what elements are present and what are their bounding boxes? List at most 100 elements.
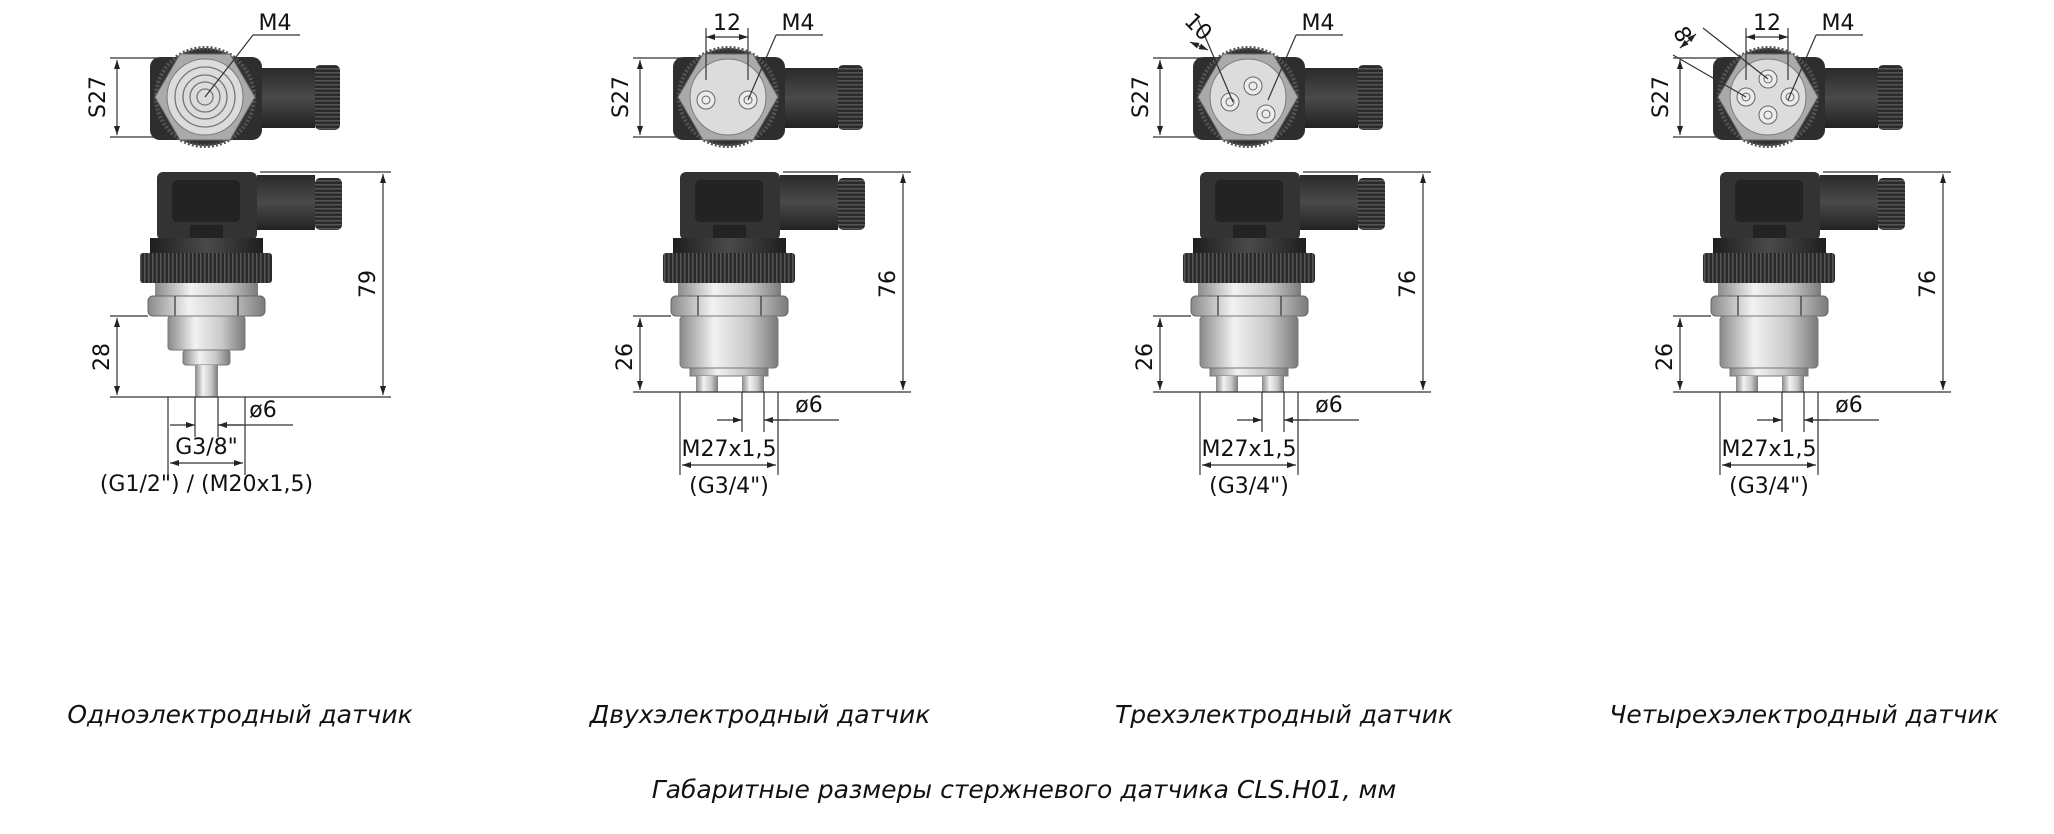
electrode-rod [1216, 376, 1238, 392]
cable-gland-cap-top [315, 65, 340, 130]
cable-entry-top [1825, 68, 1878, 128]
knurled-nut [1703, 253, 1835, 283]
s27-label: S27 [86, 76, 111, 118]
rod-diameter-label: ø6 [1835, 393, 1862, 418]
electrode-screw [1741, 92, 1751, 102]
cable-gland-cap [1358, 178, 1385, 230]
metal-ring [678, 283, 781, 296]
metal-ring [155, 283, 258, 296]
metal-ring [1198, 283, 1301, 296]
electrode-screw [1763, 74, 1773, 84]
cable-entry-top [1305, 68, 1358, 128]
electrode-screw [743, 95, 753, 105]
connector-tab [190, 225, 223, 238]
thread-length-label: 28 [90, 343, 115, 371]
top-view: S27 M4 12 8 [1649, 11, 1903, 148]
knurled-nut [663, 253, 795, 283]
thread [1199, 315, 1299, 369]
diag-label: 8 [1667, 22, 1696, 47]
height-label: 76 [1916, 270, 1941, 298]
electrode-screw [1248, 81, 1258, 91]
height-label: 79 [356, 270, 381, 298]
cable-gland-cap [315, 178, 342, 230]
m4-label: M4 [1302, 11, 1335, 36]
diag-dimension [1679, 33, 1697, 49]
electrode-screw [1785, 92, 1795, 102]
spacing-label: 12 [1753, 11, 1781, 36]
electrode-rod [1782, 376, 1804, 392]
connector-tab [713, 225, 746, 238]
connector-tab [1233, 225, 1266, 238]
knurled-nut [1183, 253, 1315, 283]
hex-nut [670, 295, 789, 317]
connector-window [1215, 180, 1283, 222]
rod-diameter-label: ø6 [795, 393, 822, 418]
electrode-face [1729, 58, 1807, 136]
s27-label: S27 [1129, 76, 1154, 118]
electrode [1758, 105, 1778, 125]
collar [150, 238, 263, 253]
cable-entry [257, 175, 315, 230]
sensor-caption: Двухэлектродный датчик [589, 700, 931, 729]
sensor-caption: Одноэлектродный датчик [67, 700, 413, 729]
hex-nut [1710, 295, 1829, 317]
connector-tab [1753, 225, 1786, 238]
thread-alt-label: (G3/4") [689, 474, 769, 499]
cable-entry [780, 175, 838, 230]
neck [182, 349, 231, 366]
electrode-rod [696, 376, 718, 392]
concentric-ring [174, 66, 236, 128]
thread [679, 315, 779, 369]
extension-line [1702, 27, 1769, 80]
collar [1193, 238, 1306, 253]
cable-gland-cap [1878, 178, 1905, 230]
rod-diameter-label: ø6 [1315, 393, 1342, 418]
m4-label: M4 [1822, 11, 1855, 36]
thread [167, 315, 246, 351]
electrode-screw [1763, 110, 1773, 120]
cable-gland-cap-top [1358, 65, 1383, 130]
collar [1713, 238, 1826, 253]
height-label: 76 [876, 270, 901, 298]
electrode-rod [1262, 376, 1284, 392]
connector-window [172, 180, 240, 222]
connector-window [1735, 180, 1803, 222]
electrode-screw [1225, 97, 1235, 107]
cable-gland-cap-top [838, 65, 863, 130]
electrode-face [689, 58, 767, 136]
electrode-face [1209, 58, 1287, 136]
knurled-nut [140, 253, 272, 283]
cable-gland-cap-top [1878, 65, 1903, 130]
concentric-ring [189, 81, 221, 113]
electrode [1220, 92, 1240, 112]
s27-label: S27 [1649, 76, 1674, 118]
hex-nut [147, 295, 266, 317]
electrode [1256, 104, 1276, 124]
thread-length-label: 26 [1653, 343, 1678, 371]
collar [673, 238, 786, 253]
m4-leader [1267, 34, 1297, 101]
electrode-rod [742, 376, 764, 392]
neck [1729, 367, 1809, 377]
m4-label: M4 [782, 11, 815, 36]
extension-line [1672, 54, 1747, 98]
height-label: 76 [1396, 270, 1421, 298]
extension-line [1197, 19, 1234, 103]
cable-entry-top [262, 68, 315, 128]
thread-alt-label: (G3/4") [1209, 474, 1289, 499]
figure-title: Габаритные размеры стержневого датчика C… [651, 775, 1397, 804]
diag-label: 10 [1179, 9, 1216, 46]
neck [1209, 367, 1289, 377]
hex-nut [1190, 295, 1309, 317]
electrode [1243, 76, 1263, 96]
thread-length-label: 26 [1133, 343, 1158, 371]
neck [689, 367, 769, 377]
thread [1719, 315, 1819, 369]
